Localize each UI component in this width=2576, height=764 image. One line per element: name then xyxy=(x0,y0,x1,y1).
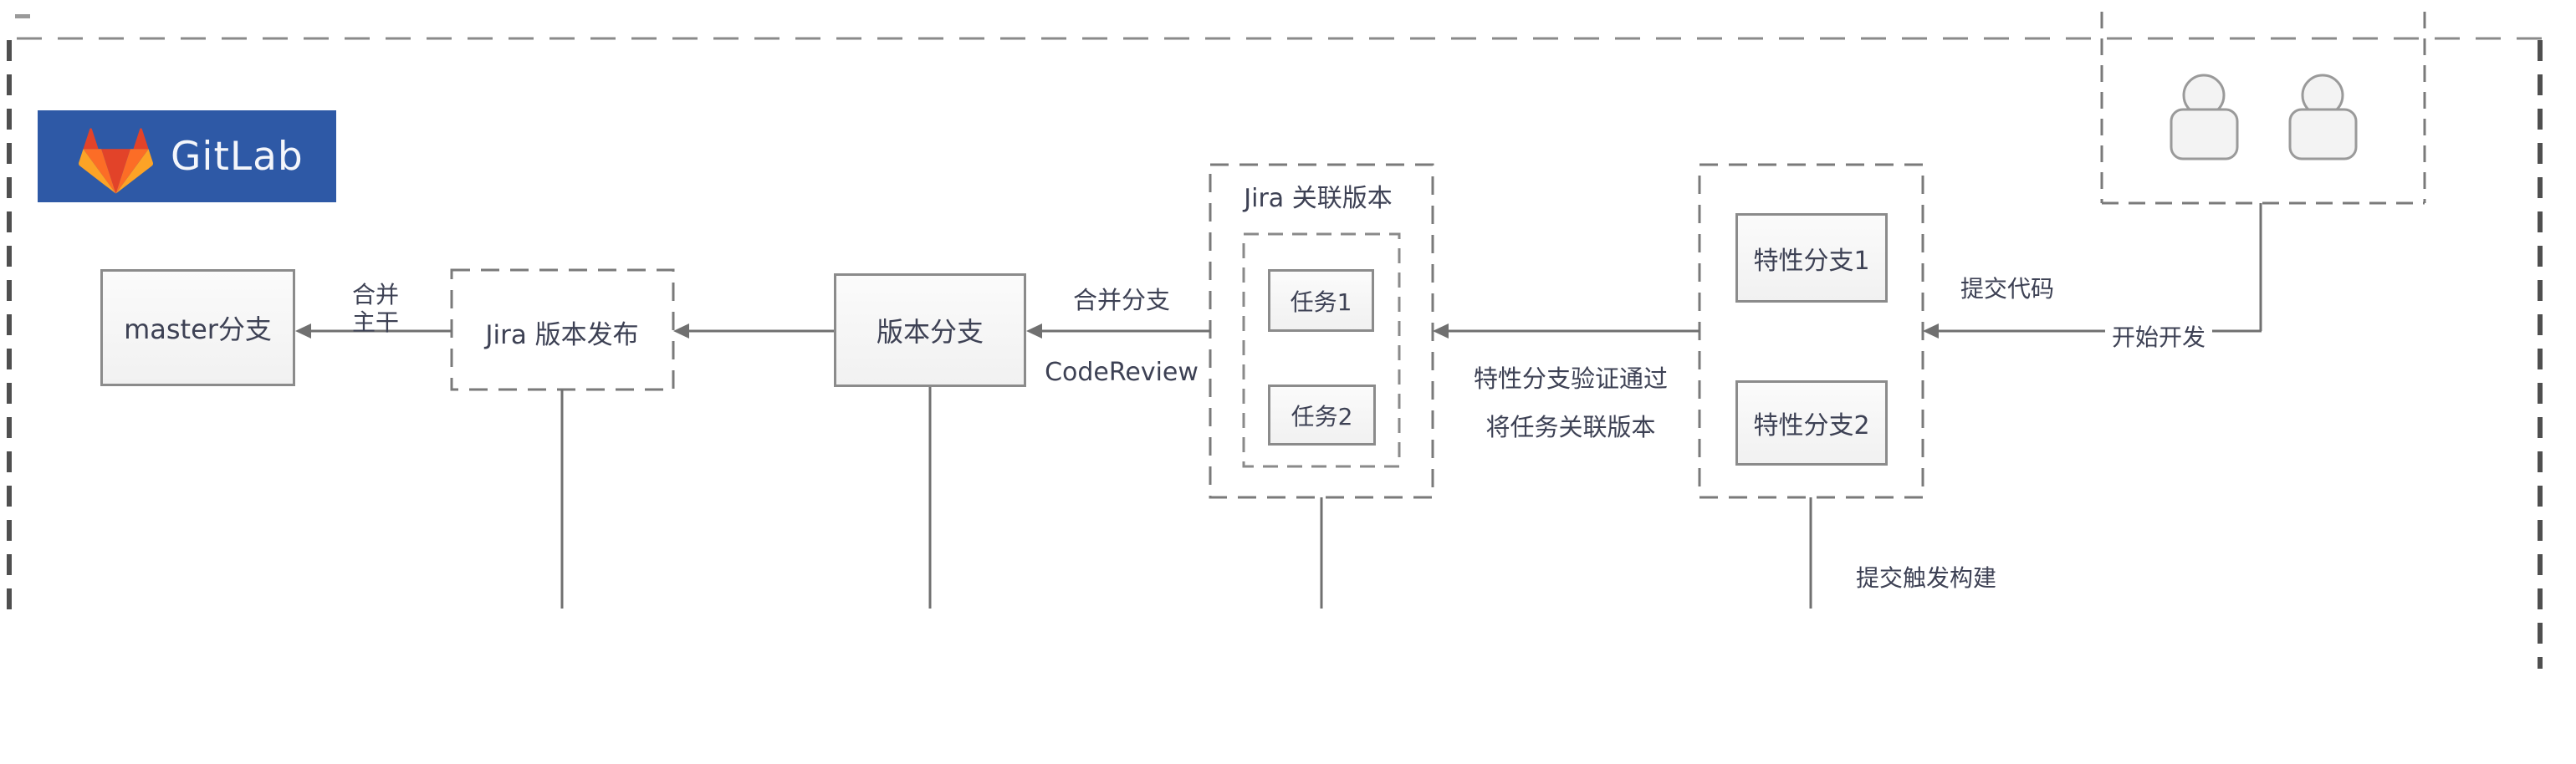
node-master-branch-label: master分支 xyxy=(124,313,272,345)
connector-lines xyxy=(309,203,2262,609)
edge-label-commit-trigger-build: 提交触发构建 xyxy=(1855,564,1997,592)
node-feature-branch-1: 特性分支1 xyxy=(1735,213,1888,303)
corner-dash-mark xyxy=(15,14,30,18)
gitlab-brand-text: GitLab xyxy=(171,133,304,180)
jira-linked-version-title: Jira 关联版本 xyxy=(1244,184,1393,213)
edge-label-commit-code: 提交代码 xyxy=(1960,275,2055,303)
arrowheads xyxy=(295,323,1939,339)
person-icon xyxy=(2288,74,2358,160)
node-task1-label: 任务1 xyxy=(1290,288,1352,316)
edge-label-feature-verified: 特性分支验证通过 xyxy=(1473,364,1669,393)
node-feature-branch-1-label: 特性分支1 xyxy=(1753,246,1870,276)
edge-label-merge-line1: 合并 xyxy=(351,281,400,308)
node-jira-release-label: Jira 版本发布 xyxy=(485,320,639,350)
edge-label-link-task-version: 将任务关联版本 xyxy=(1485,413,1656,441)
node-feature-branch-2: 特性分支2 xyxy=(1735,380,1888,466)
gitlab-logo-banner: GitLab xyxy=(38,110,336,202)
edge-label-merge-branch: 合并分支 xyxy=(1072,286,1171,314)
node-task2-label: 任务2 xyxy=(1291,402,1353,430)
person-icon xyxy=(2170,74,2239,160)
node-release-branch: 版本分支 xyxy=(834,273,1026,387)
node-task2: 任务2 xyxy=(1268,385,1376,446)
node-master-branch: master分支 xyxy=(100,269,295,386)
node-release-branch-label: 版本分支 xyxy=(876,316,984,348)
edge-label-merge-line2: 主干 xyxy=(351,308,400,336)
gitlab-tanuki-icon xyxy=(79,127,154,194)
edge-label-code-review: CodeReview xyxy=(1045,358,1199,387)
node-feature-branch-2-label: 特性分支2 xyxy=(1753,411,1870,441)
node-task1: 任务1 xyxy=(1268,269,1374,332)
task-group-inner-box xyxy=(1242,232,1401,468)
edge-label-start-dev: 开始开发 xyxy=(2104,319,2213,353)
